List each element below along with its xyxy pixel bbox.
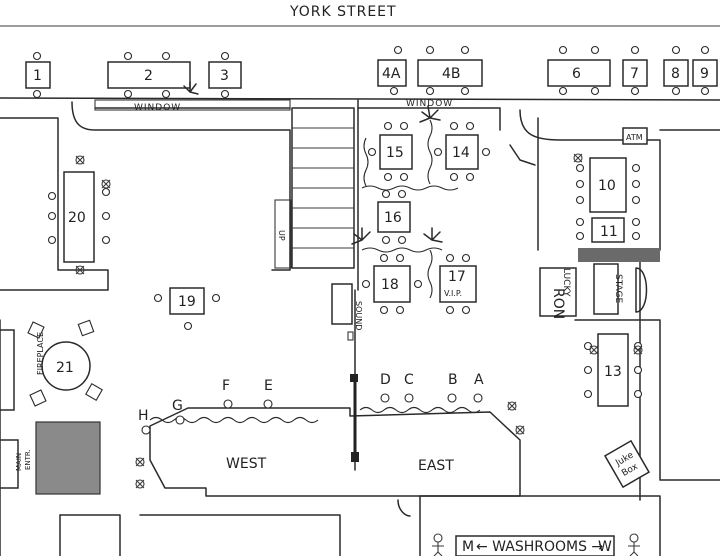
sound-booth: SOUND — [331, 283, 363, 341]
table-3[interactable]: 3 — [208, 51, 242, 99]
svg-text:RON: RON — [550, 288, 566, 319]
table-8[interactable]: 8 — [663, 45, 689, 96]
svg-text:9: 9 — [700, 66, 709, 82]
svg-text:1: 1 — [33, 68, 42, 84]
street-label: YORK STREET — [289, 4, 397, 20]
svg-text:ATM: ATM — [626, 133, 643, 142]
stool-f-label: F — [222, 378, 230, 394]
bar-east-label: EAST — [418, 458, 454, 474]
table-11[interactable]: 11 — [575, 217, 641, 243]
stool-g-label: G — [172, 398, 183, 414]
table-13[interactable]: 13 — [583, 333, 643, 407]
fireplace: FIREPLACE — [0, 329, 101, 495]
stage: STAGE — [593, 263, 648, 315]
table-2[interactable]: 2 — [107, 51, 191, 99]
table-6[interactable]: 6 — [547, 45, 611, 96]
stool-a-label: A — [474, 372, 484, 388]
svg-text:ENTR.: ENTR. — [24, 449, 32, 470]
planter-divider — [427, 119, 433, 185]
planter-divider — [361, 247, 443, 253]
jukebox: Juke Box — [603, 439, 651, 489]
svg-text:10: 10 — [598, 178, 616, 194]
person-icon — [628, 533, 640, 556]
bar-counter — [149, 374, 521, 497]
svg-text:MAIN: MAIN — [15, 453, 23, 471]
svg-text:V.I.P.: V.I.P. — [444, 289, 462, 298]
stool-e-label: E — [264, 378, 273, 394]
window-left-label: WINDOW — [134, 103, 181, 113]
svg-text:19: 19 — [178, 294, 196, 310]
washroom-w-label: W — [598, 539, 612, 555]
table-21[interactable]: 21 — [27, 319, 103, 407]
planter-divider — [363, 137, 369, 187]
table-14[interactable]: 14 — [433, 121, 491, 182]
staircase: UP — [274, 107, 355, 269]
table-16[interactable]: 16 — [377, 189, 411, 245]
table-9[interactable]: 9 — [692, 45, 718, 96]
crossed-stool-icon — [75, 153, 643, 489]
svg-text:4B: 4B — [442, 66, 461, 82]
svg-text:16: 16 — [384, 210, 402, 226]
table-19[interactable]: 19 — [153, 287, 221, 331]
planter-divider — [427, 249, 433, 299]
table-4b[interactable]: 4B — [417, 45, 483, 96]
main-entrance[interactable]: MAIN ENTR. — [0, 439, 32, 489]
bar-stools[interactable]: A B C D E F G H — [138, 372, 484, 435]
svg-text:20: 20 — [68, 210, 86, 226]
svg-text:2: 2 — [144, 68, 153, 84]
table-20[interactable]: 20 — [47, 171, 111, 263]
svg-text:21: 21 — [56, 360, 74, 376]
table-17-vip[interactable]: 17 V.I.P. — [439, 253, 477, 315]
planter-divider — [361, 185, 459, 191]
svg-text:7: 7 — [630, 66, 639, 82]
svg-text:4A: 4A — [382, 66, 401, 82]
washrooms[interactable]: M ← WASHROOMS → W — [432, 533, 640, 556]
person-icon — [432, 533, 444, 556]
stool-h-label: H — [138, 408, 149, 424]
svg-text:13: 13 — [604, 364, 622, 380]
svg-text:6: 6 — [572, 66, 581, 82]
svg-text:SOUND: SOUND — [354, 301, 363, 330]
table-10[interactable]: 10 — [575, 157, 641, 213]
hearth — [35, 421, 101, 495]
window-right-label: WINDOW — [406, 99, 453, 109]
svg-text:18: 18 — [381, 277, 399, 293]
svg-text:15: 15 — [386, 145, 404, 161]
lucky-ron-piano: LUCKY RON — [539, 267, 577, 319]
stair-label: UP — [277, 230, 286, 241]
svg-text:FIREPLACE: FIREPLACE — [36, 332, 45, 375]
stool-d-label: D — [380, 372, 391, 388]
stool-b-label: B — [448, 372, 458, 388]
svg-text:3: 3 — [220, 68, 229, 84]
svg-text:14: 14 — [452, 145, 470, 161]
svg-text:8: 8 — [671, 66, 680, 82]
table-7[interactable]: 7 — [622, 45, 648, 96]
svg-text:STAGE: STAGE — [613, 274, 623, 303]
table-18[interactable]: 18 — [361, 253, 423, 315]
window-left — [94, 99, 291, 111]
svg-text:LUCKY: LUCKY — [561, 268, 571, 297]
table-1[interactable]: 1 — [25, 51, 51, 99]
atm[interactable]: ATM — [622, 127, 648, 145]
washroom-label: ← WASHROOMS → — [476, 539, 603, 555]
svg-text:11: 11 — [600, 224, 618, 240]
plant-icon — [183, 81, 443, 245]
table-15[interactable]: 15 — [367, 121, 413, 182]
stool-c-label: C — [404, 372, 414, 388]
svg-text:17: 17 — [448, 269, 466, 285]
bar-west-label: WEST — [226, 456, 267, 472]
washroom-m-label: M — [462, 539, 474, 555]
table-4a[interactable]: 4A — [377, 45, 407, 96]
stage-edge — [578, 248, 660, 262]
